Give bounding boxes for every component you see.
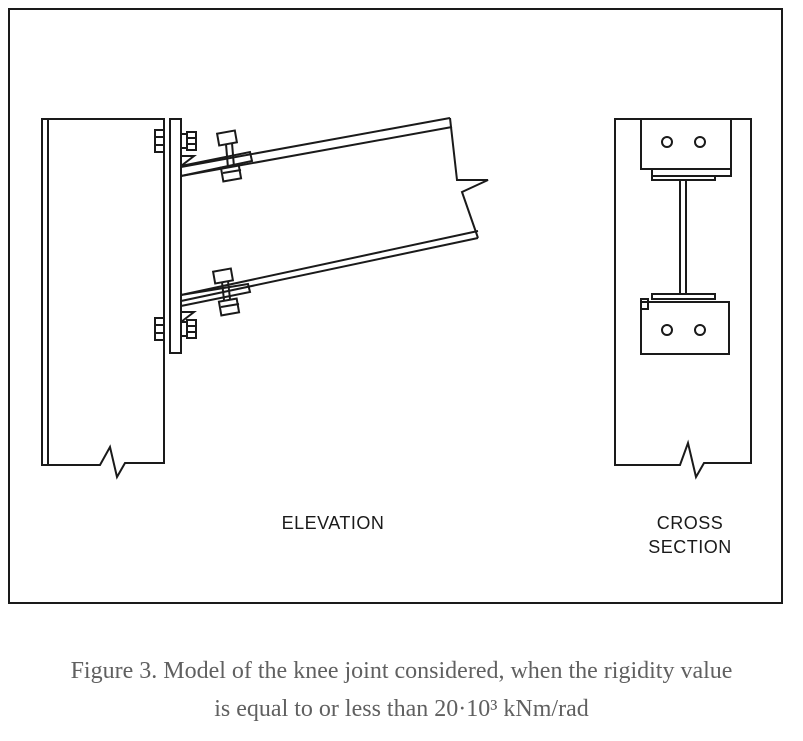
inclined-beam xyxy=(180,117,489,302)
caption-line2: is equal to or less than 20·10³ kNm/rad xyxy=(214,696,589,722)
cross-section-bolt-holes-top xyxy=(661,136,706,148)
figure-frame xyxy=(8,8,783,604)
beam-bolt-top xyxy=(215,129,243,183)
cross-section-bolt-holes-bottom xyxy=(661,324,706,336)
cross-section-label: CROSS SECTION xyxy=(610,511,770,559)
column-bolt-bottom xyxy=(154,317,197,341)
column-bolt-top xyxy=(154,129,197,153)
cross-section-top-cleat xyxy=(640,118,732,177)
cross-section-label-line1: CROSS xyxy=(656,513,724,533)
elevation-label: ELEVATION xyxy=(281,513,385,533)
cross-section-column xyxy=(614,118,752,480)
bottom-cleat xyxy=(180,282,252,323)
end-plate xyxy=(169,118,182,354)
figure-caption: Figure 3. Model of the knee joint consid… xyxy=(0,652,803,728)
cross-section-beam-web xyxy=(651,175,716,300)
caption-line1: Figure 3. Model of the knee joint consid… xyxy=(70,658,733,684)
elevation-column xyxy=(41,118,165,480)
top-cleat xyxy=(180,150,254,177)
beam-bolt-bottom xyxy=(211,267,241,317)
cross-section-bottom-cleat xyxy=(640,298,730,355)
cross-section-label-line2: SECTION xyxy=(648,537,732,557)
